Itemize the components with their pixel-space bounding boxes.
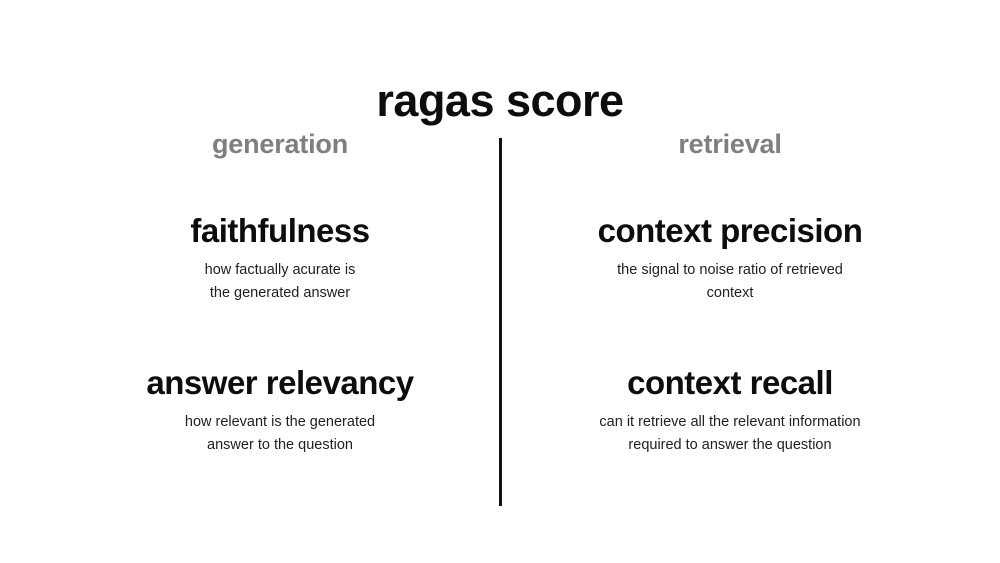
metric-description-faithfulness: how factually acurate is the generated a…	[60, 259, 500, 304]
metric-description-line: can it retrieve all the relevant informa…	[599, 414, 861, 431]
metric-description-line: required to answer the question	[628, 436, 832, 453]
column-divider	[499, 138, 502, 506]
metric-description-context-recall: can it retrieve all the relevant informa…	[510, 411, 950, 456]
metric-description-line: how relevant is the generated	[184, 414, 376, 431]
metric-description-line: the signal to noise ratio of retrieved	[617, 262, 843, 279]
column-heading-generation: generation	[211, 129, 349, 159]
column-retrieval: retrieval context precision the signal t…	[510, 128, 950, 456]
metric-title-context-recall: context recall	[627, 364, 833, 402]
metric-description-line: the generated answer	[209, 284, 351, 301]
metric-description-context-precision: the signal to noise ratio of retrieved c…	[510, 259, 950, 304]
metric-title-faithfulness: faithfulness	[190, 212, 370, 250]
column-generation: generation faithfulness how factually ac…	[60, 128, 500, 456]
metric-context-precision: context precision the signal to noise ra…	[510, 212, 950, 304]
metric-description-line: how factually acurate is	[204, 262, 356, 279]
metric-title-answer-relevancy: answer relevancy	[146, 364, 414, 402]
metric-faithfulness: faithfulness how factually acurate is th…	[60, 212, 500, 304]
metric-context-recall: context recall can it retrieve all the r…	[510, 364, 950, 456]
metric-title-context-precision: context precision	[597, 212, 863, 250]
column-heading-retrieval: retrieval	[678, 129, 782, 159]
metric-description-answer-relevancy: how relevant is the generated answer to …	[60, 411, 500, 456]
metric-answer-relevancy: answer relevancy how relevant is the gen…	[60, 364, 500, 456]
page-title: ragas score	[376, 75, 624, 127]
metric-description-line: context	[706, 284, 754, 301]
metric-description-line: answer to the question	[207, 436, 353, 453]
